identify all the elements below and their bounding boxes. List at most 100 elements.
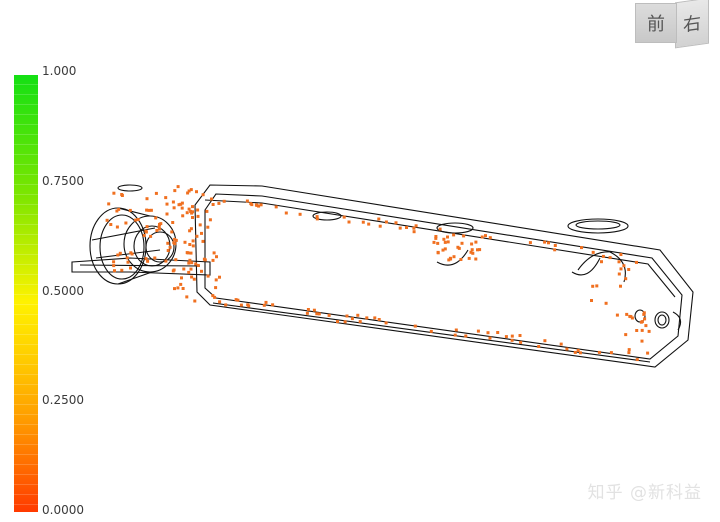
particle (185, 211, 189, 215)
particle (218, 275, 221, 279)
view-cube-front-face[interactable]: 前 (635, 3, 677, 43)
particle (486, 331, 490, 335)
particle (206, 274, 210, 278)
particle (434, 235, 438, 238)
particle (432, 240, 436, 244)
particle (591, 284, 595, 288)
particle (484, 234, 487, 238)
view-cube[interactable]: 右 前 (633, 0, 711, 49)
particle (642, 311, 646, 315)
particle (608, 256, 612, 260)
particle (412, 226, 416, 230)
particle (635, 329, 639, 332)
particle (112, 191, 116, 195)
particle (171, 269, 175, 273)
particle (336, 320, 339, 324)
particle (377, 217, 381, 221)
particle (438, 227, 442, 231)
particle (476, 329, 480, 333)
particle (154, 216, 158, 220)
particle (117, 207, 121, 211)
particle (255, 203, 259, 207)
particle (635, 260, 638, 264)
particle (166, 241, 170, 245)
particle (159, 222, 163, 226)
particle (543, 339, 547, 343)
particle (112, 264, 116, 268)
particle (234, 298, 238, 302)
particle (405, 226, 408, 229)
particle (166, 249, 170, 252)
particle (245, 199, 249, 203)
particle (211, 258, 215, 262)
particle (394, 221, 398, 225)
particle (528, 241, 532, 245)
particle (476, 248, 479, 252)
particle (436, 250, 440, 254)
particle (155, 229, 159, 232)
particle (510, 338, 514, 342)
particle (504, 335, 508, 339)
particle (377, 318, 381, 321)
particle (470, 248, 474, 252)
watermark-text: 知乎 @新科益 (587, 483, 702, 503)
particle (179, 282, 183, 286)
particle (129, 251, 133, 255)
particle (195, 234, 199, 238)
particle (559, 342, 563, 346)
particle (274, 205, 278, 209)
particle (462, 234, 466, 238)
particle (149, 234, 153, 238)
particle (205, 209, 209, 213)
particle (436, 241, 440, 245)
color-scale-bar (14, 75, 38, 512)
particle (617, 260, 621, 264)
particle (327, 313, 331, 317)
particle (358, 320, 362, 324)
particle (259, 203, 263, 207)
particle (345, 314, 349, 318)
particle (191, 216, 194, 219)
particle (412, 230, 416, 234)
particle (189, 209, 193, 213)
particle (213, 295, 217, 299)
particle (624, 333, 628, 337)
particle (519, 340, 523, 344)
particle (643, 317, 647, 321)
particle (271, 303, 275, 307)
particle (157, 225, 161, 229)
particle (115, 225, 119, 229)
particle (239, 303, 243, 307)
particle (315, 215, 319, 219)
particle (460, 241, 464, 245)
particle (627, 351, 631, 355)
particle (105, 218, 109, 222)
particle (187, 207, 191, 211)
particle (192, 277, 196, 281)
particle (306, 308, 310, 311)
particle (188, 229, 192, 233)
particle (547, 241, 550, 245)
particle (165, 212, 169, 216)
particle (443, 240, 447, 244)
particle (118, 251, 122, 255)
particle (201, 193, 205, 197)
legend-tick-min: 0.0000 (42, 503, 84, 517)
particle (198, 223, 202, 227)
particle (196, 214, 200, 218)
particle (452, 255, 456, 259)
particle (414, 224, 418, 228)
particle (171, 221, 175, 224)
particle (172, 241, 176, 245)
particle (153, 256, 157, 260)
particle (136, 218, 140, 221)
particle (218, 300, 222, 304)
particle (201, 239, 205, 243)
particle (429, 329, 433, 333)
particle (518, 334, 522, 337)
legend-tick-050: 0.5000 (42, 284, 84, 298)
particle (145, 197, 149, 201)
particle (617, 272, 621, 276)
particle (129, 266, 132, 270)
